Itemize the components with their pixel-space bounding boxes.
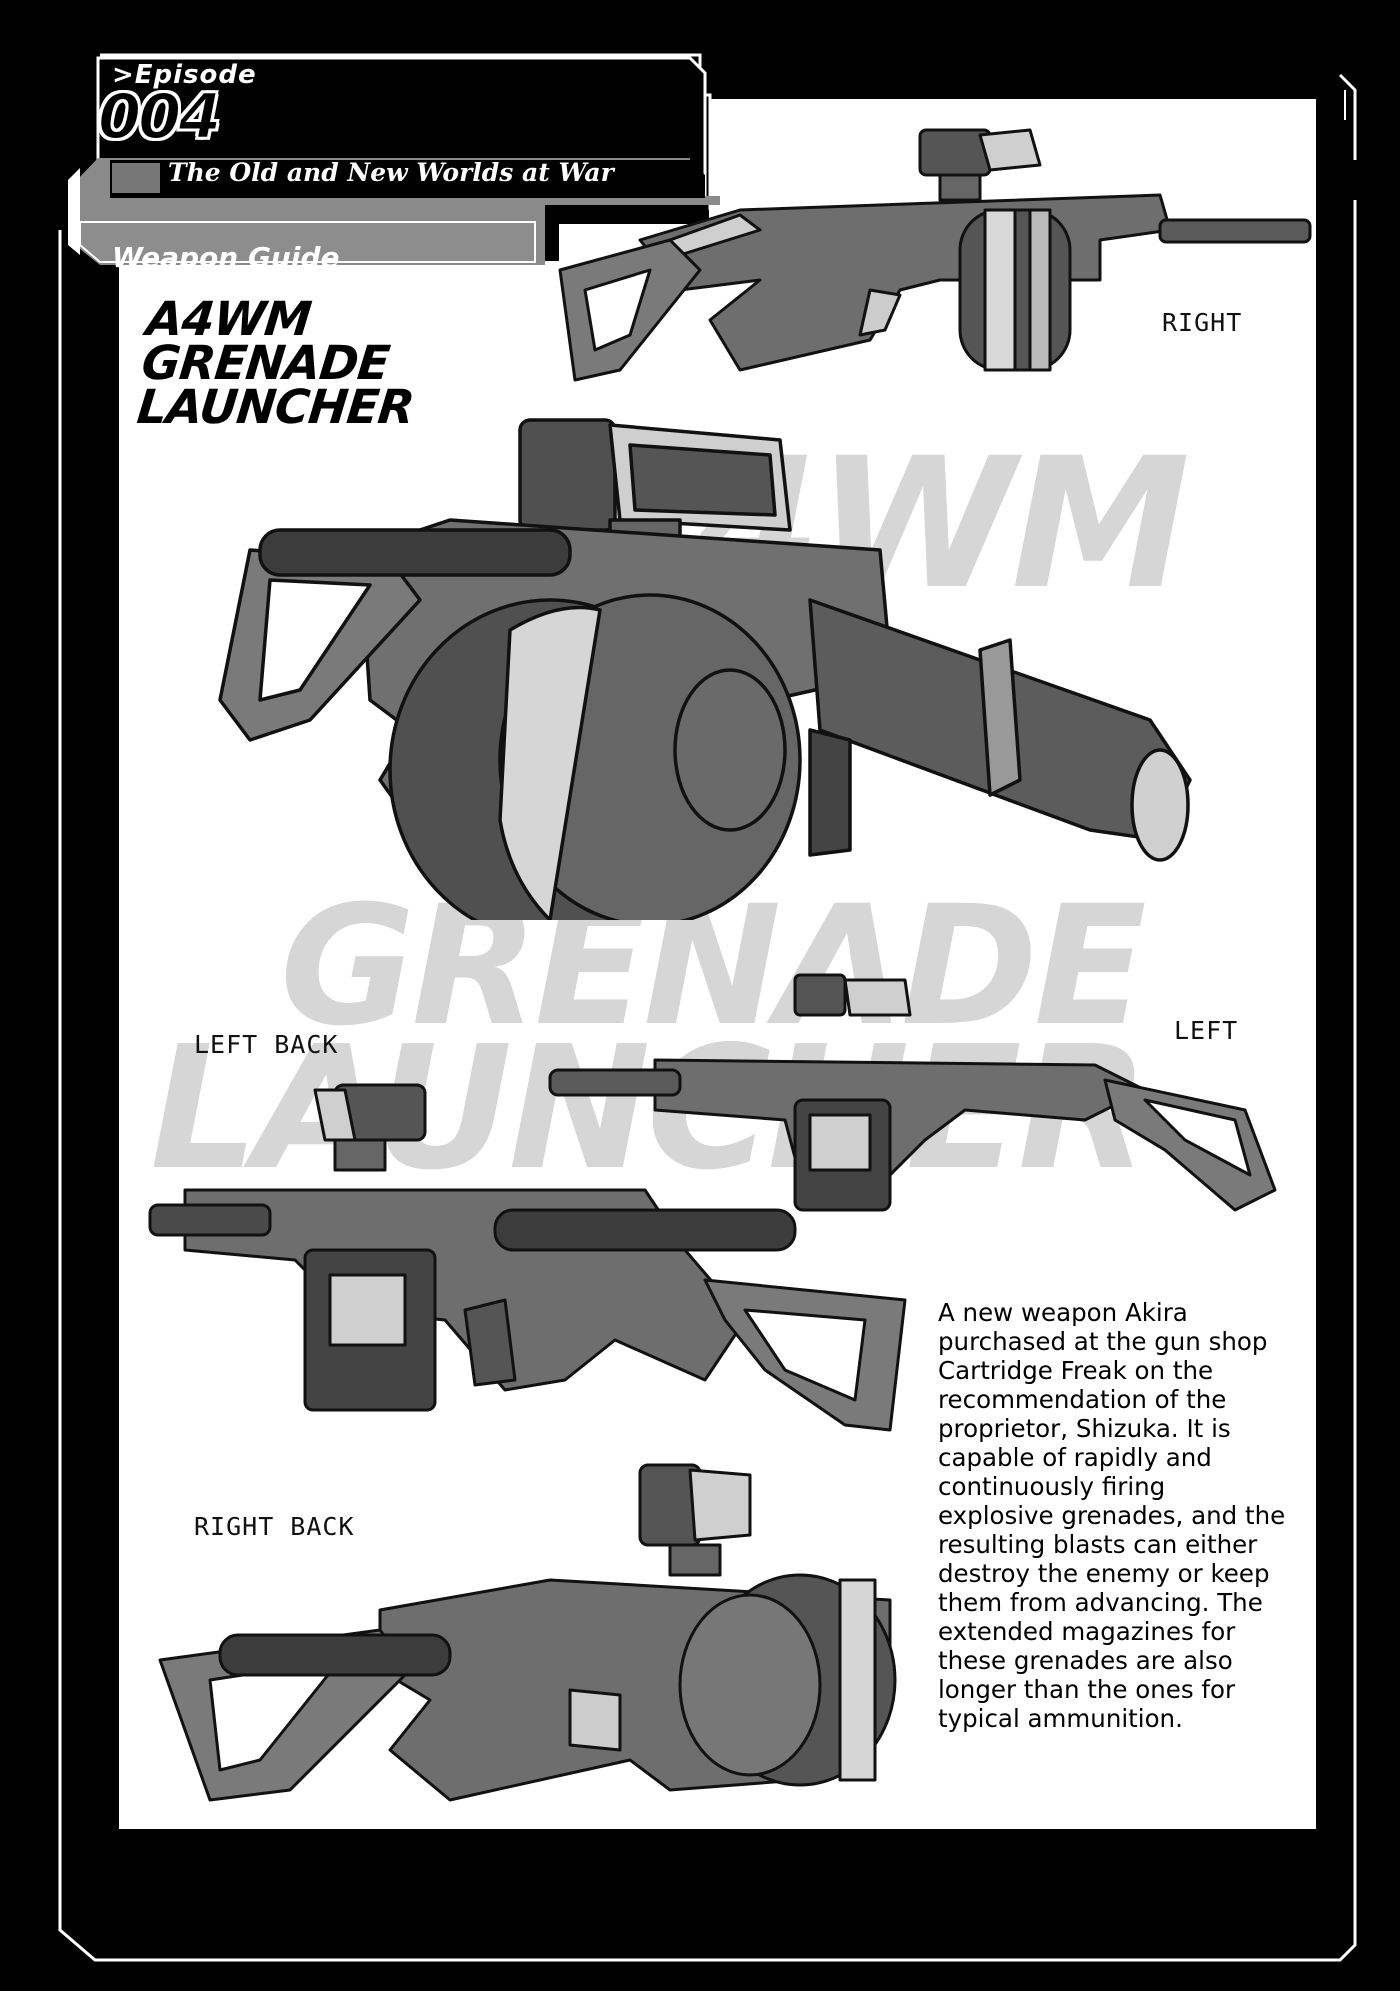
grenade-launcher-right-back-view (158, 1463, 897, 1802)
episode-label: >Episode (112, 60, 257, 90)
episode-number: 004 (97, 80, 222, 153)
grenade-launcher-left-back-view (148, 1083, 907, 1432)
weapon-description: A new weapon Akira purchased at the gun … (938, 1298, 1286, 1733)
grenade-launcher-left-view (548, 973, 1277, 1212)
view-label-right: RIGHT (1162, 308, 1243, 337)
view-label-right-back: RIGHT BACK (194, 1512, 355, 1541)
episode-subtitle: The Old and New Worlds at War (168, 158, 614, 187)
grenade-launcher-right-view (558, 128, 1312, 382)
grenade-launcher-main-view (218, 418, 1192, 920)
view-label-left-back: LEFT BACK (194, 1030, 339, 1059)
view-label-left: LEFT (1174, 1016, 1239, 1045)
section-label: Weapon Guide (112, 241, 340, 274)
